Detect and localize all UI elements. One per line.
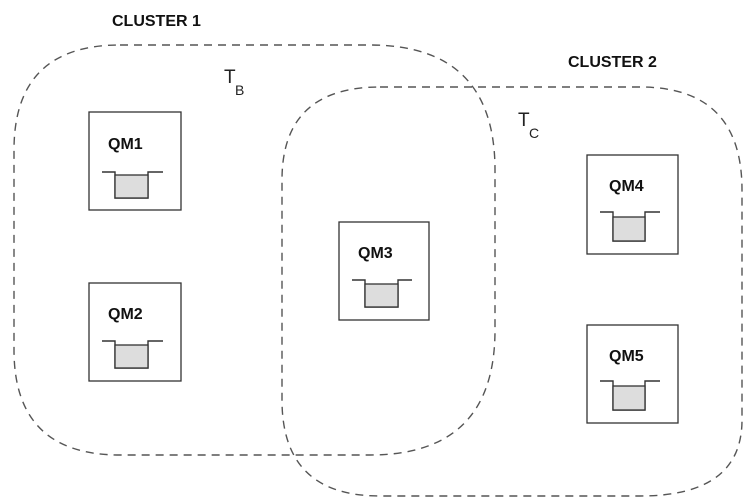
queue-manager-qm1[interactable]: QM1 [88,111,182,211]
topic-b-letter: T [224,67,236,88]
queue-manager-qm3[interactable]: QM3 [338,221,430,321]
qm3-label: QM3 [358,245,393,262]
queue-manager-qm4[interactable]: QM4 [586,154,679,255]
queue-icon [352,279,412,308]
qm4-label: QM4 [609,178,644,195]
qm5-label: QM5 [609,348,644,365]
topic-c-label: T C [518,110,539,141]
qm1-label: QM1 [108,136,143,153]
queue-icon [102,171,163,199]
qm2-label: QM2 [108,306,143,323]
queue-icon [600,211,660,242]
cluster-1-label: CLUSTER 1 [112,13,201,30]
queue-icon [600,380,660,411]
queue-icon [102,340,163,369]
queue-manager-qm2[interactable]: QM2 [88,282,182,382]
topic-c-letter: T [518,110,530,131]
topic-c-subscript: C [529,125,539,141]
topic-b-label: T B [224,67,244,98]
cluster-2-boundary [281,86,743,497]
cluster-2-label: CLUSTER 2 [568,54,657,71]
queue-manager-qm5[interactable]: QM5 [586,324,679,424]
cluster-1-boundary [13,44,496,456]
topic-b-subscript: B [235,82,244,98]
